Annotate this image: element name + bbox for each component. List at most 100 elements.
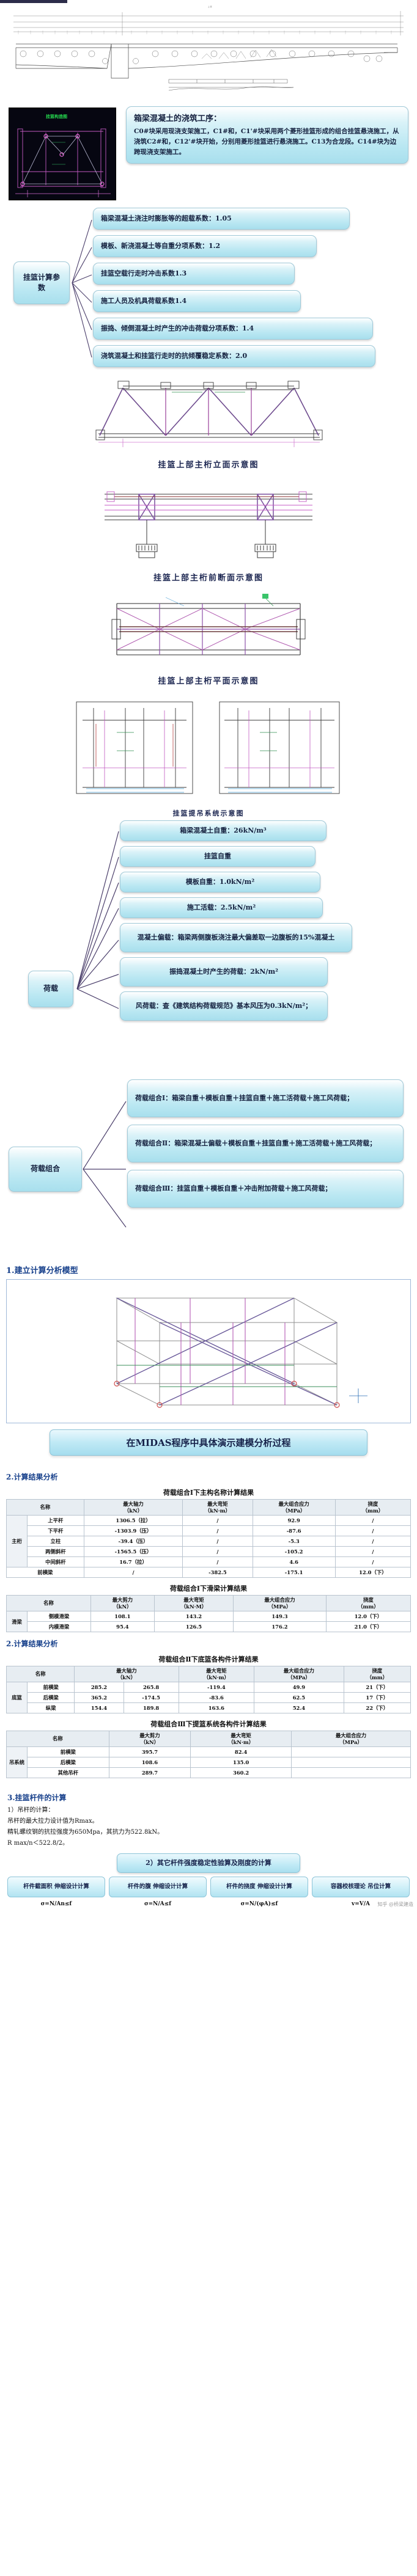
cell-moment: / (182, 1525, 253, 1536)
cell-stress (291, 1757, 411, 1768)
midas-3d-model-svg (7, 1280, 410, 1423)
cell-axial: 16.7（拉） (83, 1556, 183, 1567)
cell-moment: / (182, 1556, 253, 1567)
cell-name: 纵梁 (26, 1702, 75, 1713)
calc-params-section: 挂篮计算参数 箱梁混凝土浇注时膨胀等的超载系数：1.05 模板、新浇混凝土等自重… (0, 205, 417, 370)
cell-axial: 1306.5（拉） (83, 1515, 183, 1526)
slide-page: 上 部 挂篮构造图 (0, 0, 417, 1911)
bar-formula-3: v=V/A (351, 1900, 371, 1907)
mindmap-connectors-combos (83, 1101, 127, 1228)
cell-defl: / (334, 1525, 411, 1536)
midas-model-section: 1.建立计算分析模型 (0, 1258, 417, 1464)
cell-moment: 163.6 (178, 1702, 255, 1713)
group-label: 底篮 (6, 1682, 28, 1713)
cell-stress: 4.6 (252, 1556, 336, 1567)
bar-check-box-1: 杆件的腹 伸缩设计计算 (109, 1876, 207, 1897)
th-defl: 挠度（mm） (325, 1595, 411, 1611)
table-title-0: 荷载组合Ⅰ下主构名称计算结果 (163, 1489, 254, 1497)
combo-item-0: 荷载组合Ⅰ：箱梁自重＋模板自重＋挂篮自重＋施工活荷载＋施工风荷载； (127, 1079, 404, 1117)
cell-name: 中间斜杆 (27, 1556, 84, 1567)
results-table-main-truss: 名称 最大轴力（kN） 最大弯矩（kN·m） 最大组合应力（MPa） 挠度（mm… (6, 1499, 411, 1578)
load-item-5: 振捣混凝土时产生的荷载：2kN/m² (120, 957, 328, 987)
intro-section: 挂篮构造图 (0, 103, 417, 205)
section-label-3: 2.计算结果分析 (6, 1640, 58, 1648)
cell-defl: 21.0（下） (325, 1621, 411, 1632)
cell-defl: / (334, 1546, 411, 1557)
load-item-2: 模板自重：1.0kN/m² (120, 872, 320, 892)
cell-moment: / (182, 1546, 253, 1557)
cell-name: 立柱 (27, 1536, 84, 1547)
table-row: 后横梁 365.2 -174.5 -83.6 62.5 17（下） (7, 1692, 411, 1703)
th-defl: 挠度（mm） (334, 1499, 411, 1516)
th-stress: 最大组合应力（MPa） (291, 1731, 411, 1747)
param-item-4: 振捣、倾倒混凝土时产生的冲击荷载分项系数：1.4 (93, 318, 373, 340)
bridge-elevation-drawing: 上 部 (0, 0, 417, 103)
cell-moment: 82.4 (190, 1746, 292, 1757)
table-row: 内模滑梁 95.4 126.5 176.2 21.0（下） (7, 1621, 411, 1632)
bar-formula-row: σ=N/An≤f σ=N/A≤f σ=N/(φA)≤f v=V/A (7, 1900, 410, 1909)
cell-defl: 17（下） (343, 1692, 411, 1703)
bar-calculation-section: 3.挂篮杆件的计算 1）吊杆的计算： 吊杆的最大拉力设计值为Rmax。 精轧螺纹… (0, 1784, 417, 1911)
table-row: 两侧斜杆 -1565.5（压） / -105.2 / (7, 1546, 411, 1557)
results-table-slide-beam: 名称 最大剪力（kN） 最大弯矩（kN·M） 最大组合应力（MPa） 挠度（mm… (6, 1595, 411, 1632)
th-moment: 最大弯矩（kN·m） (190, 1731, 292, 1747)
cell-v2: 265.8 (123, 1682, 179, 1693)
cell-name: 前横梁 (26, 1682, 75, 1693)
cell-defl: / (334, 1556, 411, 1567)
bridge-elevation-svg: 上 部 (13, 5, 404, 91)
cell-stress: 62.5 (254, 1692, 344, 1703)
cell-defl: 12.0（下） (325, 1611, 411, 1622)
cell-v2: -174.5 (123, 1692, 179, 1703)
cell-axial: / (83, 1567, 183, 1578)
cell-stress: 92.9 (252, 1515, 336, 1526)
diagram-truss-elevation: 挂篮上部主桁立面示意图 (0, 370, 417, 470)
cell-stress: 176.2 (233, 1621, 327, 1632)
param-item-5: 浇筑混凝土和挂篮行走时的抗倾覆稳定系数：2.0 (93, 345, 375, 367)
table-row: 其他吊杆 289.7 360.2 (7, 1767, 411, 1778)
load-combinations-section: 荷载组合 荷载组合Ⅰ：箱梁自重＋模板自重＋挂篮自重＋施工活荷载＋施工风荷载； 荷… (0, 1075, 417, 1258)
combo-item-1: 荷载组合Ⅱ：箱梁混凝土偏载＋模板自重＋挂篮自重＋施工活荷载＋施工风荷载； (127, 1125, 404, 1162)
bar-check-boxes: 杆件截面积 伸缩设计计算 杆件的腹 伸缩设计计算 杆件的挠度 伸缩设计计算 容器… (7, 1876, 410, 1897)
cell-name: 下平杆 (27, 1525, 84, 1536)
results-section: 2.计算结果分析 荷载组合Ⅰ下主构名称计算结果 名称 最大轴力（kN） 最大弯矩… (0, 1464, 417, 1784)
th-stress: 最大组合应力（MPa） (233, 1595, 327, 1611)
table-row: 中间斜杆 16.7（拉） / 4.6 / (7, 1556, 411, 1567)
truss-plan-svg (111, 594, 306, 655)
params-node-list: 箱梁混凝土浇注时膨胀等的超载系数：1.05 模板、新浇混凝土等自重分项系数：1.… (93, 208, 410, 373)
cell-moment: -119.4 (178, 1682, 255, 1693)
cell-moment: 360.2 (190, 1767, 292, 1778)
cell-defl: 22（下） (343, 1702, 411, 1713)
hoisting-system-svg (76, 701, 340, 794)
table-title-1: 荷载组合Ⅰ下滑梁计算结果 (169, 1585, 248, 1593)
load-item-3: 施工活载：2.5kN/m² (120, 897, 323, 918)
cell-stress: 52.4 (254, 1702, 344, 1713)
cell-shear: 95.4 (90, 1621, 155, 1632)
th-defl: 挠度（mm） (343, 1666, 411, 1682)
cell-moment: -83.6 (178, 1692, 255, 1703)
bar-section-label: 3.挂篮杆件的计算 (7, 1793, 67, 1802)
cell-moment: 126.5 (153, 1621, 234, 1632)
th-axial: 最大轴力（kN） (83, 1499, 183, 1516)
cell-moment: / (182, 1515, 253, 1526)
combos-node-list: 荷载组合Ⅰ：箱梁自重＋模板自重＋挂篮自重＋施工活荷载＋施工风荷载； 荷载组合Ⅱ：… (127, 1079, 411, 1215)
combo-item-2: 荷载组合Ⅲ：挂篮自重＋模板自重＋冲击附加荷载＋施工风荷载； (127, 1170, 404, 1208)
cell-moment: / (182, 1536, 253, 1547)
cell-name: 上平杆 (27, 1515, 84, 1526)
load-item-4: 混凝土偏载：箱梁两侧腹板浇注最大偏差取一边腹板的15%混凝土 (120, 923, 352, 952)
diagram-caption-0: 挂篮上部主桁立面示意图 (158, 461, 259, 470)
midas-viewport[interactable] (6, 1279, 411, 1423)
cell-stress (291, 1746, 411, 1757)
cell-v2: 189.8 (123, 1702, 179, 1713)
cell-stress: 49.9 (254, 1682, 344, 1693)
bar-line-0: 1）吊杆的计算： (7, 1807, 54, 1814)
th-name: 名称 (6, 1731, 109, 1747)
mindmap-connectors-loads (76, 831, 119, 1009)
bar-formula-2: σ=N/(φA)≤f (240, 1900, 278, 1907)
cell-stress: -5.3 (252, 1536, 336, 1547)
cell-name: 侧模滑梁 (27, 1611, 91, 1622)
th-stress: 最大组合应力（MPa） (252, 1499, 336, 1516)
param-item-3: 施工人员及机具荷载系数1.4 (93, 290, 301, 312)
cell-defl: / (334, 1515, 411, 1526)
params-root-node: 挂篮计算参数 (13, 261, 70, 304)
th-moment: 最大弯矩（kN·M） (153, 1595, 234, 1611)
